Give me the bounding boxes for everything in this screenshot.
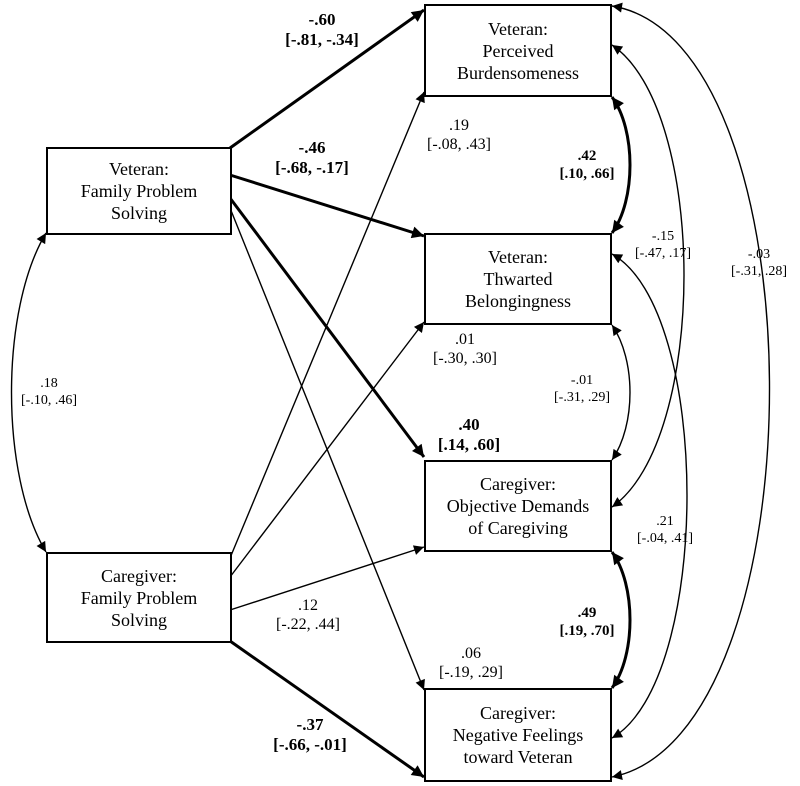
- path-cfps-to-nf: [229, 639, 425, 779]
- corr-ci: [-.47, .17]: [635, 246, 691, 261]
- corr-ci: [-.31, .28]: [731, 264, 787, 279]
- corr-pb-nf: [611, 2, 771, 780]
- corr-estimate: .21: [656, 514, 674, 529]
- node-line: Belongingness: [465, 291, 571, 311]
- corr-ci: [.10, .66]: [559, 166, 615, 182]
- node-line: of Caregiving: [468, 518, 568, 538]
- node-line: Caregiver:: [480, 703, 556, 723]
- coef-cfps-nf: -.37 [-.66, -.01]: [250, 715, 370, 755]
- node-line: Veteran:: [488, 18, 548, 39]
- coef-vfps-pb: -.60 [-.81, -.34]: [262, 10, 382, 50]
- node-line: Thwarted: [483, 269, 553, 289]
- node-line: Negative Feelings: [452, 725, 584, 745]
- node-line: Perceived: [482, 40, 554, 61]
- coef-ci: [-.30, .30]: [433, 350, 497, 367]
- node-caregiver-family-problem-solving: Caregiver: Family Problem Solving: [46, 552, 232, 643]
- path-cfps-to-od: [229, 545, 425, 611]
- coef-estimate: .12: [298, 597, 318, 614]
- node-line: toward Veteran: [463, 747, 573, 767]
- node-line: Veteran:: [109, 159, 169, 179]
- coef-ci: [.14, .60]: [437, 435, 501, 454]
- corr-tb-nf: [611, 253, 688, 739]
- coef-ci: [-.08, .43]: [427, 136, 491, 153]
- corr-estimate: .49: [577, 605, 597, 621]
- node-line: Caregiver:: [480, 474, 556, 494]
- corr-label-od-nf: .49 [.19, .70]: [537, 604, 637, 640]
- corr-label-pb-od: -.15 [-.47, .17]: [618, 228, 708, 262]
- node-veteran-perceived-burdensomeness: Veteran: Perceived Burdensomeness: [424, 4, 612, 97]
- coef-vfps-od: .40 [.14, .60]: [414, 415, 524, 455]
- corr-label-pb-nf: -.03 [-.31, .28]: [718, 246, 800, 280]
- coef-estimate: .40: [458, 415, 480, 434]
- node-veteran-thwarted-belongingness: Veteran: Thwarted Belongingness: [424, 233, 612, 325]
- coef-estimate: .19: [449, 117, 469, 134]
- node-line: Solving: [110, 203, 167, 223]
- node-line: Family Problem: [80, 181, 198, 201]
- corr-ci: [.19, .70]: [559, 623, 615, 639]
- path-vfps-to-tb: [229, 173, 425, 239]
- node-line: Objective Demands: [446, 496, 590, 516]
- node-line: Burdensomeness: [457, 62, 579, 83]
- corr-label-tb-od: -.01 [-.31, .29]: [537, 372, 627, 406]
- coef-ci: [-.68, -.17]: [275, 158, 349, 177]
- corr-estimate: .42: [577, 148, 597, 164]
- corr-estimate: -.15: [651, 229, 675, 244]
- corr-estimate: .18: [40, 376, 58, 391]
- coef-estimate: -.60: [308, 10, 336, 29]
- corr-label-pb-tb: .42 [.10, .66]: [537, 147, 637, 183]
- path-cfps-to-tb: [229, 321, 425, 578]
- coef-estimate: -.37: [296, 715, 324, 734]
- corr-estimate: -.01: [570, 373, 594, 388]
- node-caregiver-negative-feelings: Caregiver: Negative Feelings toward Vete…: [424, 688, 612, 782]
- coef-cfps-tb: .01 [-.30, .30]: [410, 330, 520, 368]
- coef-estimate: .01: [455, 331, 475, 348]
- corr-estimate: -.03: [747, 247, 771, 262]
- node-line: Caregiver:: [101, 565, 177, 586]
- corr-ci: [-.31, .29]: [554, 390, 610, 405]
- coef-ci: [-.66, -.01]: [273, 735, 347, 754]
- corr-label-tb-nf: .21 [-.04, .41]: [620, 513, 710, 547]
- node-veteran-family-problem-solving: Veteran: Family Problem Solving: [46, 147, 232, 235]
- node-line: Family Problem: [80, 587, 198, 608]
- coef-ci: [-.22, .44]: [276, 616, 340, 633]
- coef-estimate: -.46: [298, 138, 326, 157]
- path-cfps-to-pb: [229, 91, 425, 559]
- path-vfps-to-od: [228, 197, 426, 458]
- coef-vfps-tb: -.46 [-.68, -.17]: [252, 138, 372, 178]
- corr-pb-od: [611, 44, 685, 508]
- node-line: Veteran:: [488, 247, 548, 267]
- coef-ci: [-.19, .29]: [439, 664, 503, 681]
- node-line: Solving: [110, 609, 167, 630]
- node-caregiver-objective-demands: Caregiver: Objective Demands of Caregivi…: [424, 460, 612, 552]
- corr-ci: [-.10, .46]: [21, 393, 77, 408]
- corr-label-fps: .18 [-.10, .46]: [4, 375, 94, 409]
- coef-ci: [-.81, -.34]: [285, 30, 359, 49]
- coef-cfps-pb: .19 [-.08, .43]: [404, 116, 514, 154]
- corr-ci: [-.04, .41]: [637, 531, 693, 546]
- path-vfps-to-pb: [229, 8, 425, 150]
- coef-estimate: .06: [461, 645, 481, 662]
- coef-cfps-od: .12 [-.22, .44]: [253, 596, 363, 634]
- corr-vfps-cfps: [10, 232, 47, 553]
- coef-vfps-nf: .06 [-.19, .29]: [416, 644, 526, 682]
